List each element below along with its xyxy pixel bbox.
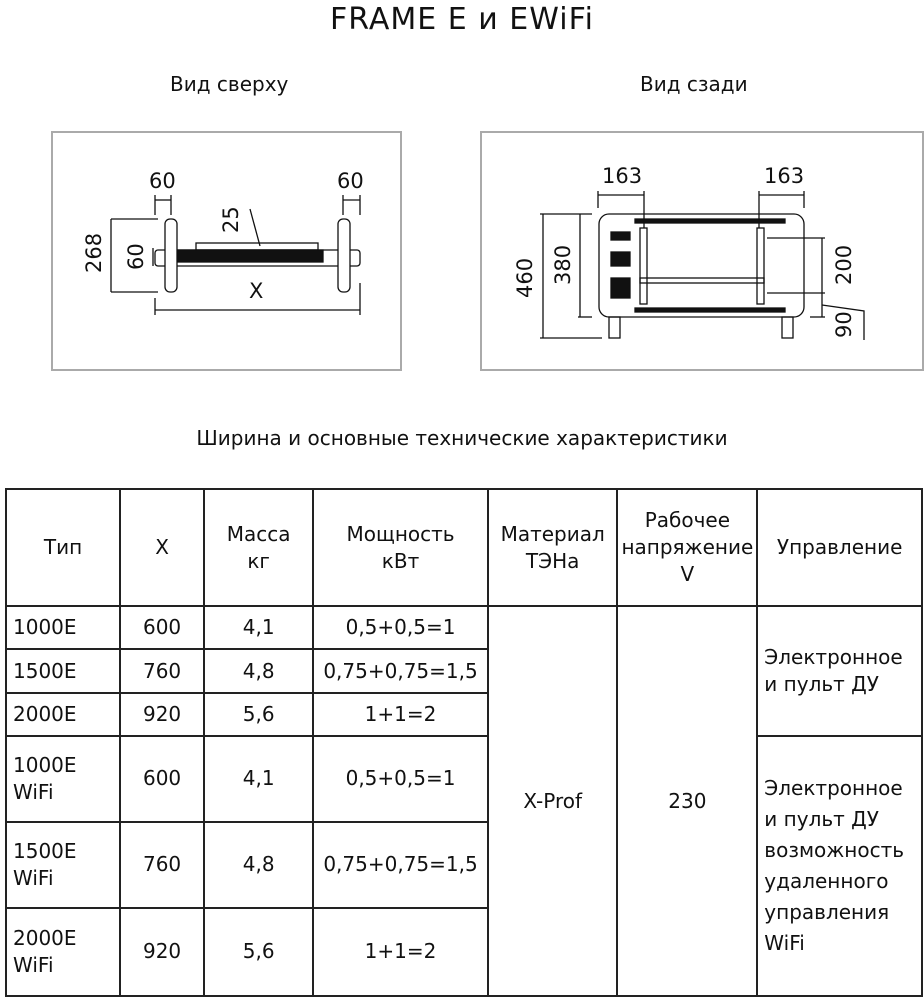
cell-mass: 4,8: [203, 820, 315, 909]
dim-depth: 60: [124, 243, 148, 270]
cell-x: 600: [119, 735, 206, 823]
bracket-left: [639, 227, 648, 305]
cell-x: 600: [119, 604, 206, 651]
cell-type: 1000E: [4, 604, 122, 651]
dim-floor-clearance: 90: [832, 311, 856, 338]
heater-element: [172, 249, 324, 263]
dim-height: 268: [82, 233, 106, 273]
dim-gap: 25: [219, 206, 243, 233]
dim-width: X: [249, 279, 263, 303]
table-title: Ширина и основные технические характерис…: [196, 426, 728, 450]
foot-left: [608, 316, 621, 339]
dim-offset-left: 163: [602, 164, 642, 188]
cell-material: X-Prof: [486, 605, 619, 997]
cell-type: 2000E: [4, 692, 122, 738]
control-panel: [610, 251, 631, 267]
table-row: 1500E 760 4,8 0,75+0,75=1,5: [4, 648, 922, 695]
cell-power: 0,75+0,75=1,5: [312, 648, 489, 695]
cell-x: 760: [119, 820, 206, 909]
cell-x: 760: [119, 648, 206, 695]
cell-power: 1+1=2: [312, 906, 489, 998]
cell-power: 0,75+0,75=1,5: [312, 820, 489, 909]
foot-left: [164, 218, 178, 293]
cell-power: 0,5+0,5=1: [312, 604, 489, 651]
bracket-right: [756, 227, 765, 305]
foot-right: [781, 316, 794, 339]
power-block: [610, 277, 631, 299]
header-x: X: [119, 488, 206, 607]
top-view-caption: Вид сверху: [170, 72, 289, 96]
cell-mass: 5,6: [203, 906, 315, 998]
cell-mass: 4,1: [203, 735, 315, 823]
cell-mass: 5,6: [203, 692, 315, 738]
top-view-drawing: 60 60 268 60 25 X: [51, 131, 402, 371]
cell-power: 1+1=2: [312, 692, 489, 738]
cell-power: 0,5+0,5=1: [312, 735, 489, 823]
cell-type: 1500E: [4, 648, 122, 695]
cell-x: 920: [119, 906, 206, 998]
top-rail: [634, 218, 786, 224]
cell-voltage: 230: [616, 605, 759, 997]
heater-top-plate: [195, 242, 319, 251]
back-view-drawing: 163 163 460 380 200 90: [480, 131, 924, 371]
header-type: Тип: [4, 488, 122, 607]
crossbar: [639, 277, 765, 284]
bottom-rail: [634, 307, 786, 313]
cell-mass: 4,8: [203, 648, 315, 695]
dim-bracket-right: 60: [337, 169, 364, 193]
heater-body: [598, 213, 805, 318]
dim-body-height: 380: [551, 245, 575, 285]
dim-total-height: 460: [513, 258, 537, 298]
table-row: 2000E 920 5,6 1+1=2: [4, 692, 922, 738]
header-control: Управление: [756, 488, 923, 607]
foot-right: [337, 218, 351, 293]
document-title: FRAME E и EWiFi: [329, 2, 594, 37]
back-view-caption: Вид сзади: [640, 72, 748, 96]
dim-offset-right: 163: [764, 164, 804, 188]
table-row: 1000E 600 4,1 0,5+0,5=1 X-Prof 230 Элект…: [4, 604, 923, 997]
control-display: [610, 231, 631, 241]
dim-mount-spacing: 200: [832, 245, 856, 285]
cell-mass: 4,1: [203, 604, 315, 651]
cell-x: 920: [119, 692, 206, 738]
dim-bracket-left: 60: [149, 169, 176, 193]
